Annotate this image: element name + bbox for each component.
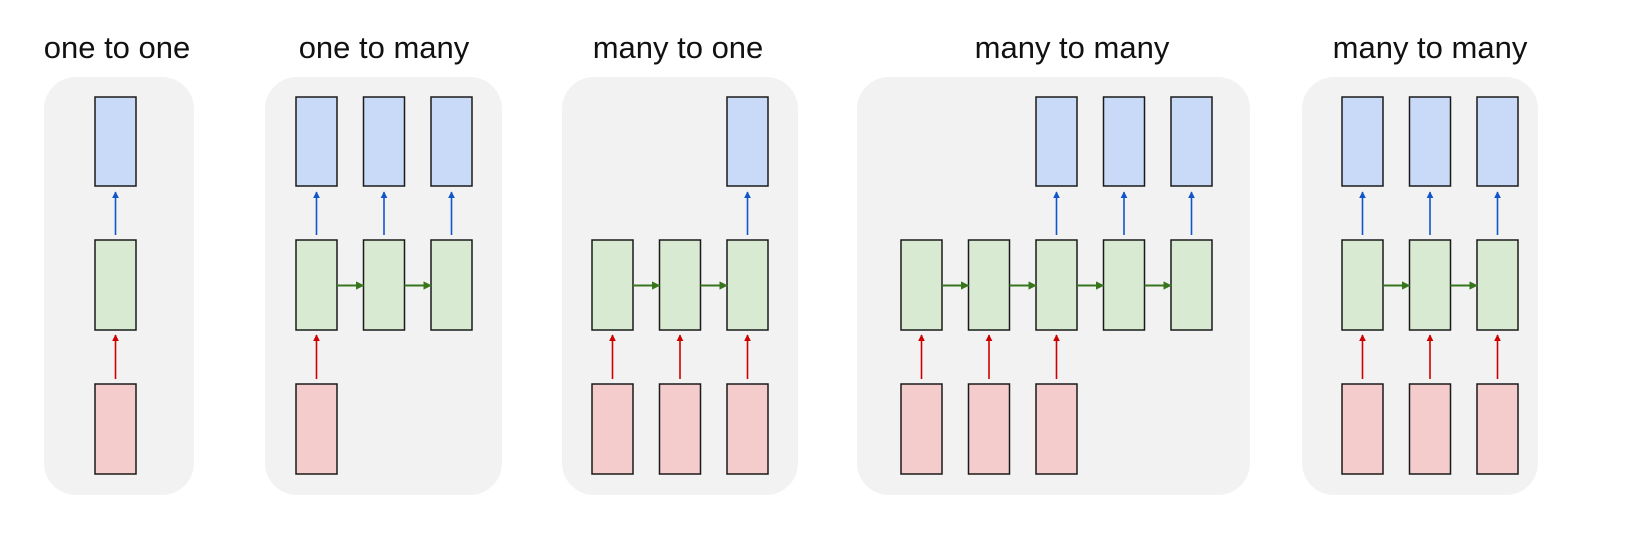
panel-title-one-to-one: one to one: [43, 30, 191, 65]
panel-title-many-to-many-delayed: many to many: [974, 30, 1170, 65]
hidden-state-box: [658, 239, 702, 331]
hidden-state-box: [94, 239, 137, 331]
panel-0: [44, 77, 194, 495]
input-box: [1341, 383, 1384, 475]
output-box: [295, 96, 338, 187]
panel-title-many-to-one: many to one: [592, 30, 764, 65]
output-box: [1035, 96, 1078, 187]
hidden-state-box: [1170, 239, 1213, 331]
hidden-state-box: [430, 239, 473, 331]
hidden-state-box: [591, 239, 634, 331]
hidden-state-box: [1341, 239, 1384, 331]
panel-4: [1302, 77, 1538, 495]
output-box: [362, 96, 406, 187]
output-box: [1408, 96, 1452, 187]
hidden-state-box: [362, 239, 406, 331]
hidden-state-box: [1476, 239, 1519, 331]
hidden-state-box: [900, 239, 943, 331]
panel-title-many-to-many-synced: many to many: [1332, 30, 1528, 65]
panel-1: [265, 77, 502, 495]
input-box: [900, 383, 943, 475]
input-box: [94, 383, 137, 475]
output-box: [726, 96, 769, 187]
hidden-state-box: [1102, 239, 1146, 331]
hidden-state-box: [726, 239, 769, 331]
input-box: [1476, 383, 1519, 475]
input-box: [658, 383, 702, 475]
output-box: [94, 96, 137, 187]
output-box: [1170, 96, 1213, 187]
output-box: [1102, 96, 1146, 187]
input-box: [591, 383, 634, 475]
hidden-state-box: [295, 239, 338, 331]
hidden-state-box: [1035, 239, 1078, 331]
input-box: [295, 383, 338, 475]
input-box: [967, 383, 1011, 475]
output-box: [430, 96, 473, 187]
panel-2: [562, 77, 798, 495]
input-box: [1408, 383, 1452, 475]
panel-title-one-to-many: one to many: [298, 30, 470, 65]
input-box: [1035, 383, 1078, 475]
hidden-state-box: [967, 239, 1011, 331]
output-box: [1476, 96, 1519, 187]
input-box: [726, 383, 769, 475]
panel-3: [857, 77, 1250, 495]
output-box: [1341, 96, 1384, 187]
hidden-state-box: [1408, 239, 1452, 331]
